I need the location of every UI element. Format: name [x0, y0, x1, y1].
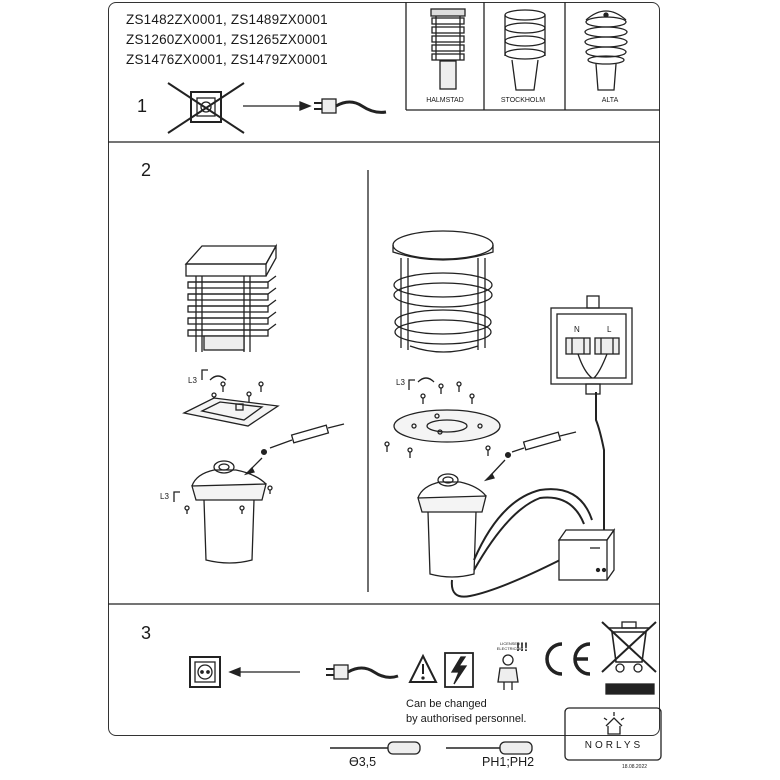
ce-mark-icon	[545, 642, 591, 676]
left-screws	[201, 369, 264, 403]
left-l3-label-top: L3	[188, 376, 197, 385]
variant-label-stockholm: STOCKHOLM	[500, 97, 546, 104]
step-3-number: 3	[141, 623, 152, 643]
step1-crossed-socket	[167, 82, 245, 134]
phillips-screwdriver-icon	[446, 741, 533, 755]
left-l3-label-bottom: L3	[160, 492, 169, 501]
flat-screwdriver-icon	[330, 741, 421, 755]
right-ground-housing	[417, 473, 487, 578]
right-mounting-disc	[384, 409, 501, 458]
halmstad-thumbnail	[430, 8, 466, 90]
right-sealant-syringe	[483, 431, 577, 482]
electrician-caption: LICENSED ELECTRICIAN	[496, 641, 524, 651]
electrician-icon	[497, 654, 519, 690]
model-line-3: ZS1476ZX0001, ZS1479ZX0001	[126, 52, 328, 67]
electric-shock-icon	[444, 652, 474, 688]
step3-arrow	[228, 667, 300, 677]
step1-arrow	[243, 101, 312, 111]
brand-box	[564, 707, 662, 761]
model-line-2: ZS1260ZX0001, ZS1265ZX0001	[126, 32, 328, 47]
junction-l-label: L	[607, 325, 612, 334]
flat-screwdriver-label: ϴ3,5	[349, 755, 377, 769]
step-2-number: 2	[141, 160, 152, 180]
document-date: 18.08.2022	[622, 764, 648, 770]
alta-thumbnail	[584, 10, 628, 91]
right-screws	[408, 377, 475, 404]
warning-triangle-icon	[408, 653, 438, 683]
weee-bin-icon	[601, 621, 657, 695]
left-mounting-plate	[182, 397, 280, 427]
left-ground-housing	[173, 460, 273, 564]
model-line-1: ZS1482ZX0001, ZS1489ZX0001	[126, 12, 328, 27]
variant-table	[405, 2, 660, 111]
stockholm-thumbnail	[504, 9, 546, 91]
warning-note-line-1: Can be changed	[406, 698, 487, 710]
right-l3-label: L3	[396, 378, 405, 387]
power-supply-unit	[557, 527, 616, 581]
left-sealant-syringe	[243, 423, 345, 476]
variant-label-halmstad: HALMSTAD	[426, 97, 464, 104]
step3-plug	[326, 664, 399, 680]
document-frame	[108, 2, 660, 736]
connection-cable	[450, 392, 605, 598]
right-lamp-head	[392, 230, 494, 353]
junction-box	[550, 295, 633, 395]
variant-label-alta: ALTA	[601, 97, 619, 104]
step-1-number: 1	[137, 96, 148, 116]
junction-n-label: N	[574, 325, 580, 334]
electrician-marks: !!!	[516, 640, 528, 654]
left-lamp-head	[184, 243, 278, 352]
phillips-screwdriver-label: PH1;PH2	[482, 755, 535, 769]
step1-plug	[314, 98, 387, 114]
brand-name: NORLYS	[584, 740, 644, 751]
step3-socket	[189, 656, 221, 688]
warning-note-line-2: by authorised personnel.	[406, 713, 527, 725]
